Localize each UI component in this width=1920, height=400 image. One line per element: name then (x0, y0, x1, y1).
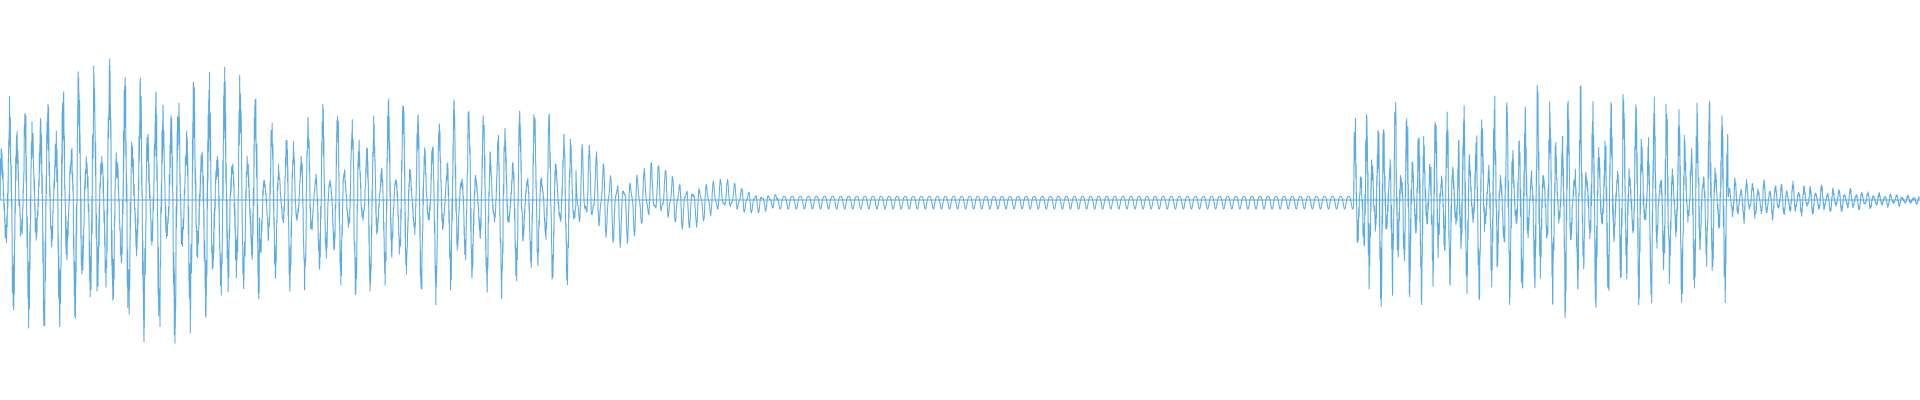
waveform-trace (0, 58, 1920, 344)
waveform-trace-group (0, 58, 1920, 344)
